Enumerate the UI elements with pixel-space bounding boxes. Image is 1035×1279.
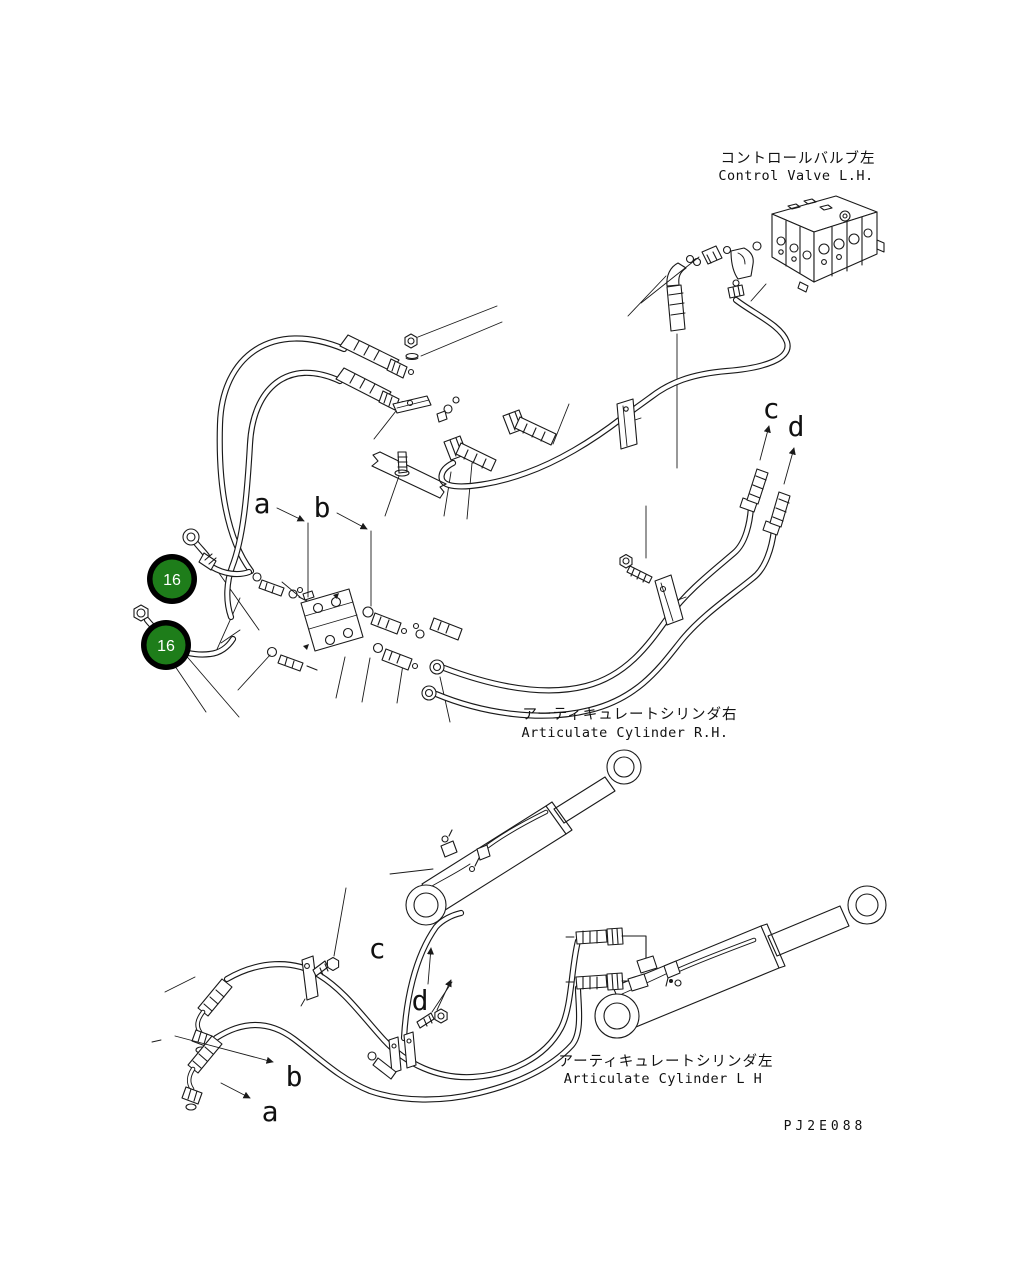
hose-runs xyxy=(147,300,788,1100)
fitting-mid-2 xyxy=(444,436,496,471)
routing-label-d-top: d xyxy=(788,410,805,443)
nut-and-washer xyxy=(405,334,418,360)
cylinder-lh-label-en: Articulate Cylinder L H xyxy=(564,1071,762,1087)
hose-c-end-fitting xyxy=(740,469,768,512)
routing-label-d-bottom: d xyxy=(412,984,429,1017)
hose-clamp-mid xyxy=(655,575,686,625)
control-valve-label-en: Control Valve L.H. xyxy=(718,168,873,184)
leader-lines xyxy=(152,257,766,1042)
clamp-bolt-mid xyxy=(620,555,652,584)
routing-label-a-top: a xyxy=(254,487,271,520)
balloon-number-lower: 16 xyxy=(157,638,175,655)
routing-arrows xyxy=(175,425,796,1098)
hose-d xyxy=(436,530,774,716)
cylinder-lh xyxy=(595,886,886,1038)
valve-port-fittings xyxy=(667,242,761,331)
cylinder-rh xyxy=(406,750,641,925)
routing-label-c-bottom: c xyxy=(369,932,386,965)
control-valve-label-jp: コントロールバルブ左 xyxy=(721,149,876,167)
part-callout-16-lower[interactable]: 16 xyxy=(141,620,191,670)
hose-d-end-fitting xyxy=(763,492,790,535)
part-callout-16-upper[interactable]: 16 xyxy=(147,554,197,604)
cylinder-lh-label-jp: アーティキュレートシリンダ左 xyxy=(559,1053,774,1070)
routing-label-b-top: b xyxy=(314,491,331,524)
hose-clamp-bottom-2 xyxy=(368,1032,416,1079)
frame-tube xyxy=(372,396,446,498)
routing-letters: a b c d c d b a xyxy=(254,392,805,1128)
bolt-near-d xyxy=(417,1009,447,1028)
hose-c xyxy=(444,507,751,690)
cylinder-lh-port-fittings xyxy=(566,928,657,991)
balloon-number-upper: 16 xyxy=(163,572,181,589)
pipe-bottom-2 xyxy=(182,1036,222,1110)
control-valve xyxy=(772,196,884,292)
hose-clamp-bottom-1 xyxy=(301,956,339,1006)
text-labels: コントロールバルブ左 Control Valve L.H. アーティキュレートシ… xyxy=(521,149,876,1134)
manifold-block xyxy=(298,588,364,652)
routing-label-b-bottom: b xyxy=(286,1060,303,1093)
routing-label-c-top: c xyxy=(763,392,780,425)
cylinder-rh-label-jp: アーティキュレートシリンダ右 xyxy=(523,706,738,723)
manifold-fittings xyxy=(363,607,462,700)
fitting-upper-left-1 xyxy=(340,335,414,378)
fitting-mid-1 xyxy=(437,397,556,445)
cylinder-rh-label-en: Articulate Cylinder R.H. xyxy=(521,725,728,741)
drawing-code: PJ2E088 xyxy=(784,1119,867,1134)
hose-clamp-upper xyxy=(617,399,641,449)
hook-hose-upper-fittings xyxy=(183,529,311,603)
routing-label-a-bottom: a xyxy=(262,1095,279,1128)
